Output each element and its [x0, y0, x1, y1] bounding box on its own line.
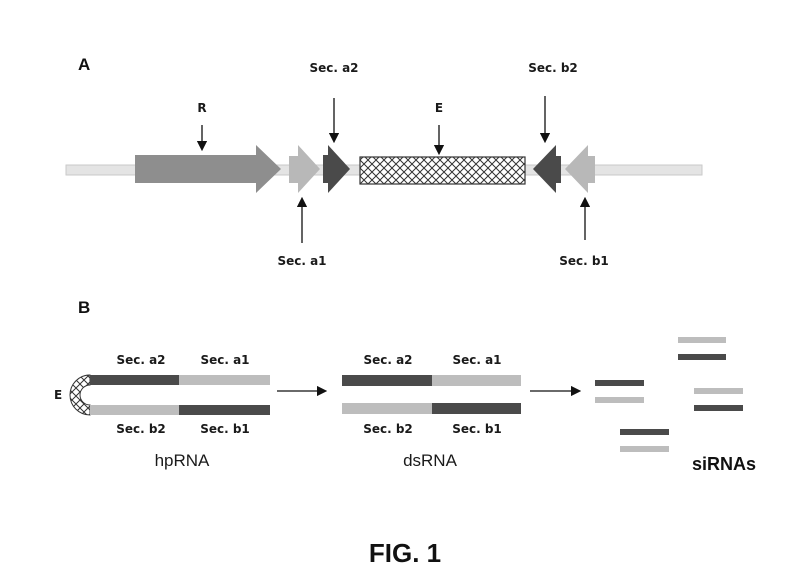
hprna-top-dark-segment: [90, 375, 179, 385]
sec-a2-label: Sec. a2: [309, 61, 358, 75]
sirna-3-dark-strand: [694, 405, 743, 411]
dsrna-bottom-left-label: Sec. b2: [363, 422, 413, 436]
sirna-2-dark-strand: [595, 380, 644, 386]
hprna-top-left-label: Sec. a2: [116, 353, 165, 367]
hprna-bottom-dark-segment: [179, 405, 270, 415]
dsrna-diagram: Sec. a2 Sec. a1 Sec. b2 Sec. b1 dsRNA: [342, 353, 521, 470]
promoter-r-arrow: [135, 145, 281, 193]
sirnas-name: siRNAs: [692, 454, 756, 474]
sirnas-diagram: siRNAs: [595, 337, 756, 474]
hprna-bottom-right-label: Sec. b1: [200, 422, 250, 436]
figure-title: FIG. 1: [369, 538, 441, 568]
element-e-box: [359, 156, 526, 185]
dsrna-bottom-right-label: Sec. b1: [452, 422, 502, 436]
panel-b: B Sec. a2 Sec. a1 E Sec. b2 Sec. b1 hpRN…: [54, 298, 756, 474]
sirna-3-light-strand: [694, 388, 743, 394]
e-label: E: [435, 101, 443, 115]
dsrna-bottom-light-segment: [342, 403, 432, 414]
sec-a2-arrow: [323, 145, 350, 193]
sec-b2-label: Sec. b2: [528, 61, 578, 75]
dsrna-name: dsRNA: [403, 451, 458, 470]
hprna-top-light-segment: [179, 375, 270, 385]
panel-a-label: A: [78, 55, 90, 74]
hprna-name: hpRNA: [155, 451, 210, 470]
sec-b1-arrow: [565, 145, 595, 193]
hprna-loop-hatch: [69, 374, 91, 416]
sirna-2-light-strand: [595, 397, 644, 403]
sirna-1-dark-strand: [678, 354, 726, 360]
panel-b-label: B: [78, 298, 90, 317]
hprna-loop-label: E: [54, 388, 62, 402]
panel-a: A R Sec. a1 Sec. a2 E Sec. b2 Sec. b1: [65, 55, 703, 268]
dsrna-top-light-segment: [432, 375, 521, 386]
dsrna-top-right-label: Sec. a1: [452, 353, 501, 367]
dsrna-top-left-label: Sec. a2: [363, 353, 412, 367]
hprna-bottom-light-segment: [90, 405, 179, 415]
hprna-diagram: Sec. a2 Sec. a1 E Sec. b2 Sec. b1 hpRNA: [54, 353, 270, 470]
sec-a1-label: Sec. a1: [277, 254, 326, 268]
sec-a1-arrow: [289, 145, 320, 193]
sirna-1-light-strand: [678, 337, 726, 343]
sirna-4-light-strand: [620, 446, 669, 452]
dsrna-top-dark-segment: [342, 375, 432, 386]
hprna-bottom-left-label: Sec. b2: [116, 422, 166, 436]
sec-b2-arrow: [533, 145, 561, 193]
dsrna-bottom-dark-segment: [432, 403, 521, 414]
sec-b1-label: Sec. b1: [559, 254, 609, 268]
r-label: R: [197, 101, 206, 115]
sirna-4-dark-strand: [620, 429, 669, 435]
hprna-top-right-label: Sec. a1: [200, 353, 249, 367]
